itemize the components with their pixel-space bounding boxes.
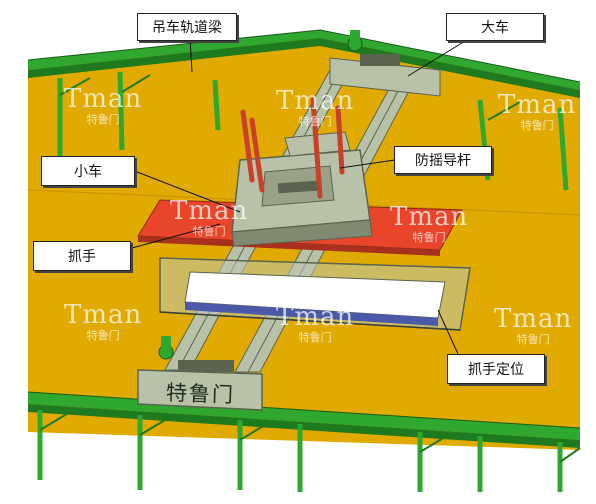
- bridge-end-carriage-near: [137, 336, 263, 411]
- label-trolley: 小车: [41, 156, 135, 186]
- runway-beam-far: [27, 29, 581, 98]
- runway-columns-near: [37, 410, 563, 492]
- trolley: [231, 131, 373, 247]
- label-gripper: 抓手: [33, 241, 131, 271]
- gripper-positioning-frame: [159, 257, 471, 331]
- nameplate-text: 特鲁门: [165, 380, 236, 408]
- label-anti-sway: 防摇导杆: [394, 146, 492, 174]
- runway-braces-far: [59, 74, 521, 121]
- label-runway-beam: 吊车轨道梁: [137, 13, 237, 41]
- bridge-end-carriage-far: [329, 30, 441, 97]
- label-bridge: 大车: [446, 13, 544, 41]
- callout-leaders: [131, 37, 471, 355]
- runway-braces-near: [39, 411, 581, 463]
- label-gripper-positioning: 抓手定位: [447, 354, 545, 384]
- anti-sway-guide-rods: [240, 97, 345, 199]
